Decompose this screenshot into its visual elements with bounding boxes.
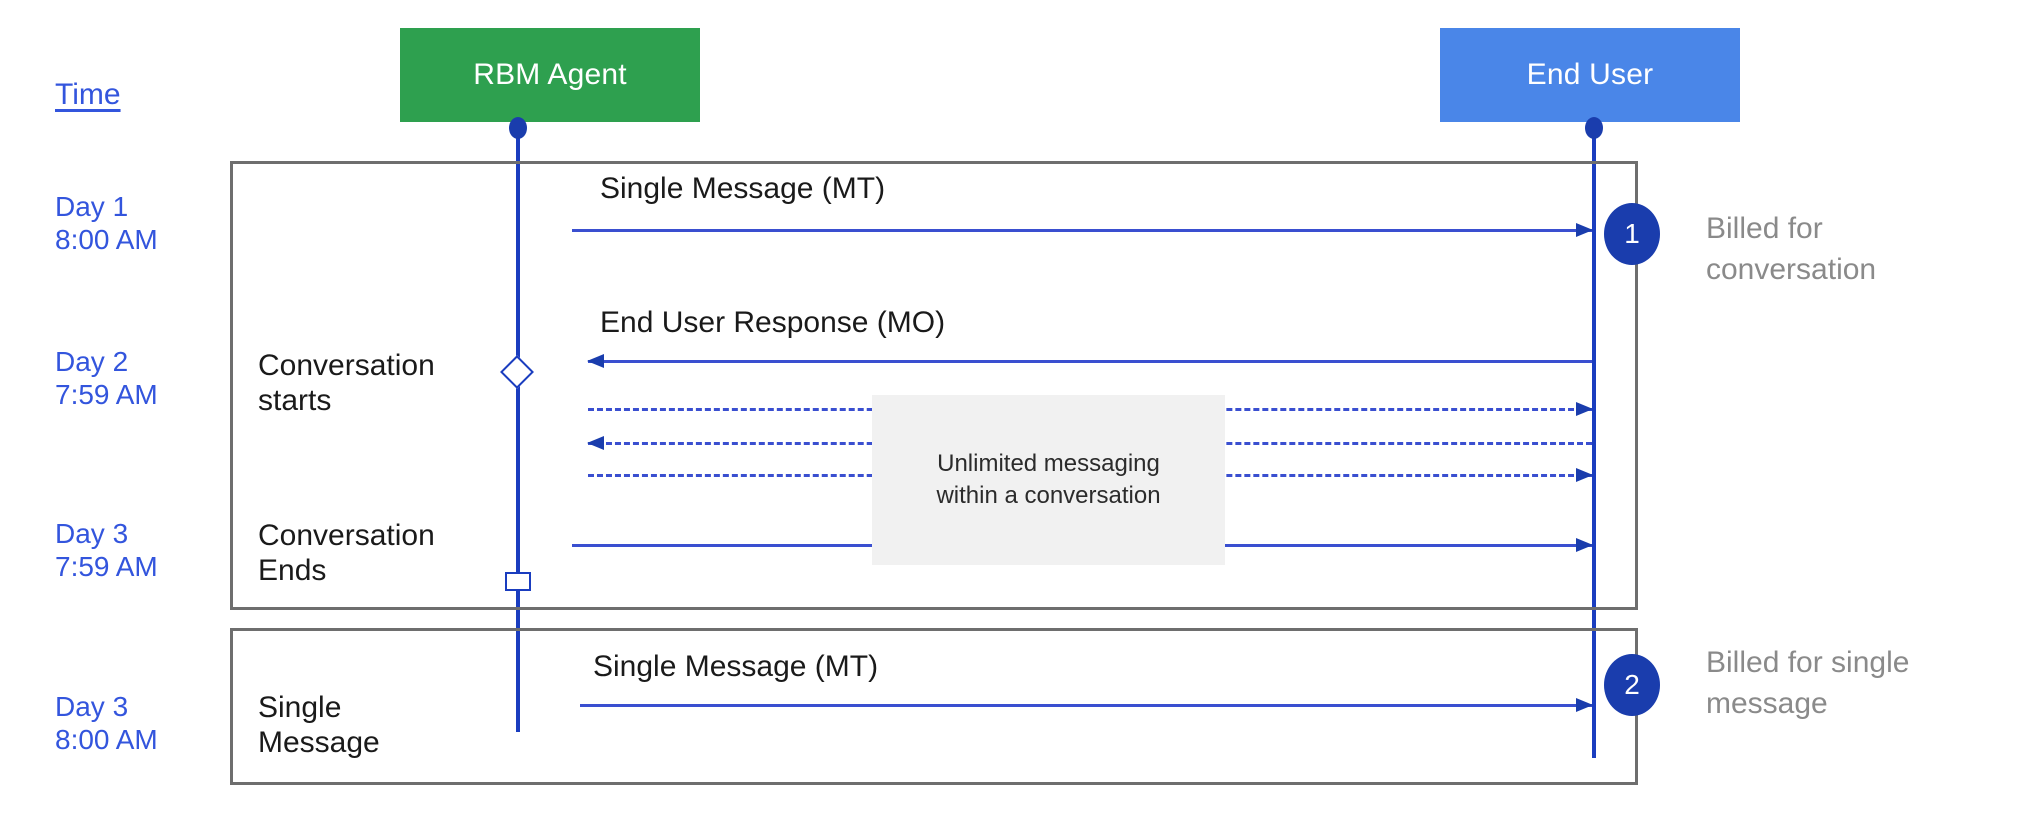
- billing-caption-conversation: Billed for conversation: [1706, 208, 2006, 291]
- lifeline-start-dot-user-icon: [1585, 117, 1603, 139]
- note-line-1: Unlimited messaging: [937, 449, 1160, 477]
- arrow-shaft: [588, 360, 1592, 363]
- time-clock: 7:59 AM: [55, 379, 158, 411]
- actor-box-rbm-agent: RBM Agent: [400, 28, 700, 122]
- step-label-conversation-ends: Conversation Ends: [258, 518, 488, 588]
- actor-label-rbm-agent: RBM Agent: [473, 58, 627, 91]
- time-clock: 8:00 AM: [55, 724, 158, 756]
- badge-1: 1: [1604, 203, 1660, 265]
- caption-line-2: message: [1706, 687, 1828, 721]
- note-line-2: within a conversation: [936, 482, 1161, 509]
- badge-number: 1: [1624, 218, 1640, 249]
- step-line-1: Single: [258, 691, 342, 724]
- message-arrow-end-user-response-mo: [587, 354, 1592, 368]
- badge-2: 2: [1604, 654, 1660, 716]
- note-unlimited-messaging: Unlimited messaging within a conversatio…: [872, 395, 1225, 565]
- message-label-end-user-response-mo: End User Response (MO): [600, 306, 946, 339]
- message-arrow-single-message-mt-2: [580, 698, 1593, 712]
- time-day: Day 2: [55, 346, 129, 377]
- actor-box-end-user: End User: [1440, 28, 1740, 122]
- step-line-2: Ends: [258, 554, 327, 588]
- time-column-header: Time: [55, 78, 121, 111]
- step-line-2: Message: [258, 726, 380, 760]
- conversation-end-square-icon: [505, 572, 531, 591]
- step-label-single-message: Single Message: [258, 690, 488, 760]
- lifeline-rbm-agent: [516, 122, 520, 732]
- arrow-head-right-icon: [1576, 468, 1593, 482]
- time-label-day1: Day 1 8:00 AM: [55, 190, 158, 256]
- arrow-shaft: [572, 229, 1592, 232]
- arrow-head-right-icon: [1576, 538, 1593, 552]
- group-box-conversation: [230, 161, 1638, 610]
- caption-line-1: Billed for: [1706, 212, 1823, 245]
- time-label-day3-late: Day 3 8:00 AM: [55, 690, 158, 756]
- time-day: Day 3: [55, 518, 129, 549]
- message-label-single-message-mt-2: Single Message (MT): [593, 650, 879, 683]
- arrow-head-left-icon: [587, 354, 604, 368]
- badge-number: 2: [1624, 669, 1640, 700]
- time-day: Day 1: [55, 191, 129, 222]
- time-label-day2: Day 2 7:59 AM: [55, 345, 158, 411]
- step-label-conversation-starts: Conversation starts: [258, 348, 488, 418]
- step-line-1: Conversation: [258, 349, 435, 382]
- lifeline-start-dot-agent-icon: [509, 117, 527, 139]
- billing-caption-single-message: Billed for single message: [1706, 642, 2006, 725]
- step-line-2: starts: [258, 384, 332, 418]
- time-label-day3-early: Day 3 7:59 AM: [55, 517, 158, 583]
- lifeline-end-user: [1592, 122, 1596, 758]
- time-day: Day 3: [55, 691, 129, 722]
- actor-label-end-user: End User: [1526, 58, 1654, 91]
- caption-line-2: conversation: [1706, 253, 1877, 287]
- caption-line-1: Billed for single: [1706, 646, 1910, 679]
- arrow-head-left-icon: [587, 436, 604, 450]
- time-clock: 7:59 AM: [55, 551, 158, 583]
- message-arrow-single-message-mt-1: [572, 223, 1593, 237]
- time-clock: 8:00 AM: [55, 224, 158, 256]
- arrow-shaft: [580, 704, 1592, 707]
- arrow-head-right-icon: [1576, 402, 1593, 416]
- arrow-head-right-icon: [1576, 698, 1593, 712]
- step-line-1: Conversation: [258, 519, 435, 552]
- message-label-single-message-mt-1: Single Message (MT): [600, 172, 886, 205]
- arrow-head-right-icon: [1576, 223, 1593, 237]
